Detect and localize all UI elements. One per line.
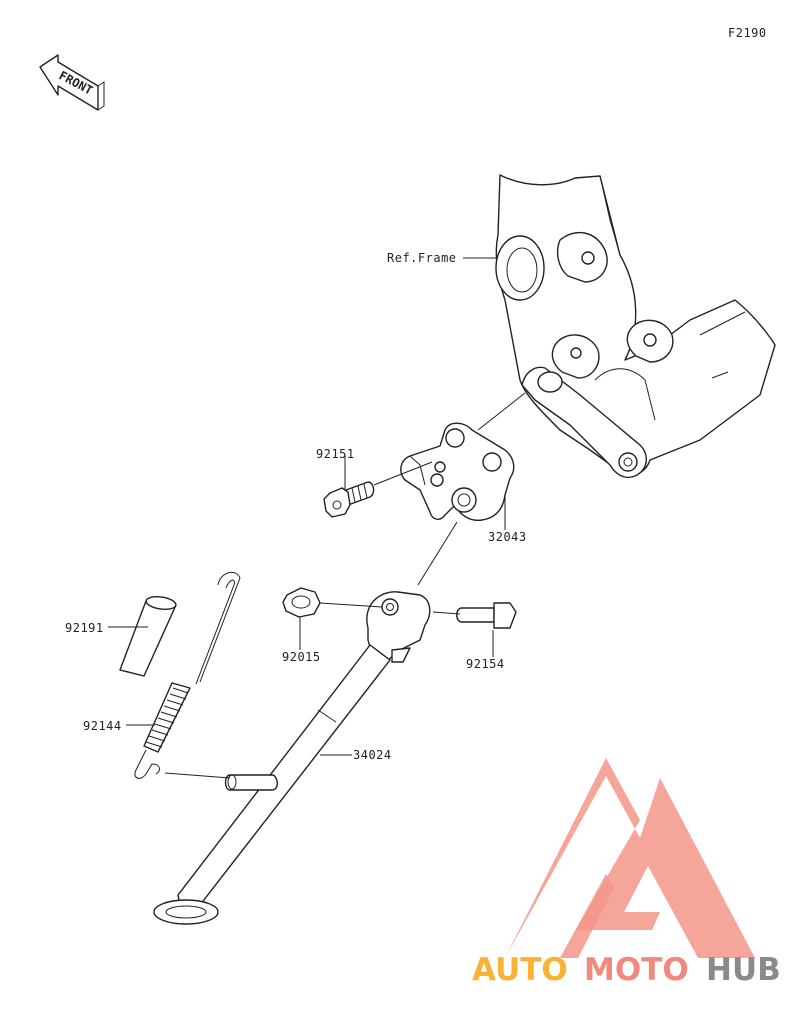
watermark-text: AUTO MOTO HUB (472, 952, 781, 988)
part-label-92151: 92151 (316, 447, 355, 461)
part-label-92144: 92144 (83, 719, 122, 733)
bolt-92154-drawing (456, 602, 517, 629)
watermark-triangle-icon (505, 758, 755, 958)
collar-92191-drawing (119, 596, 177, 677)
part-label-34024: 34024 (353, 748, 392, 762)
part-label-92015: 92015 (282, 650, 321, 664)
side-stand-drawing (153, 591, 431, 925)
watermark-word-moto: MOTO (584, 952, 689, 988)
part-label-32043: 32043 (488, 530, 527, 544)
part-label-92154: 92154 (466, 657, 505, 671)
watermark-logo (505, 758, 755, 958)
bolt-92151-drawing (323, 481, 375, 518)
watermark-word-auto: AUTO (472, 952, 568, 988)
nut-92015-drawing (282, 587, 321, 618)
front-arrow-icon: FRONT (39, 54, 105, 111)
ref-frame-label: Ref.Frame (387, 251, 457, 265)
part-label-92191: 92191 (65, 621, 104, 635)
frame-ref-drawing (495, 174, 776, 479)
diagram-code: F2190 (728, 26, 767, 40)
watermark-word-hub: HUB (706, 952, 781, 988)
bracket-drawing (400, 422, 515, 522)
